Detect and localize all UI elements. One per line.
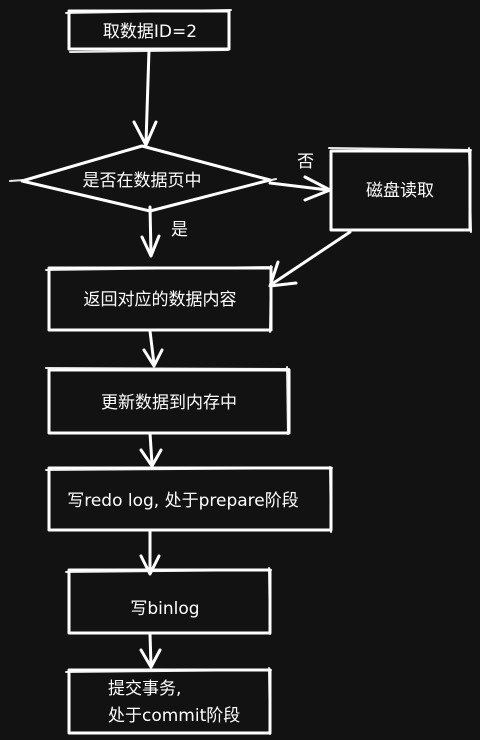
node-return-data-label: 返回对应的数据内容: [84, 290, 237, 310]
node-update-memory: 更新数据到内存中: [45, 366, 291, 435]
node-write-redo-label: 写redo log, 处于prepare阶段: [67, 491, 299, 511]
node-start-label: 取数据ID=2: [103, 22, 197, 42]
node-write-redo: 写redo log, 处于prepare阶段: [45, 466, 333, 533]
arrow-binlog-to-commit: [139, 632, 162, 669]
arrow-redo-to-binlog: [139, 528, 161, 576]
node-write-binlog: 写binlog: [65, 567, 272, 635]
arrow-start-to-decision: [132, 48, 158, 147]
arrow-update-to-redo: [139, 431, 163, 468]
node-decision-label: 是否在数据页中: [83, 171, 202, 191]
edge-yes-label: 是: [171, 220, 188, 240]
edge-no-label: 否: [297, 152, 314, 172]
node-commit: 提交事务, 处于commit阶段: [65, 667, 272, 735]
arrow-decision-to-return: [140, 205, 161, 258]
node-decision: 是否在数据页中: [9, 144, 277, 213]
node-write-binlog-label: 写binlog: [130, 599, 199, 619]
node-update-memory-label: 更新数据到内存中: [101, 393, 237, 413]
arrow-return-to-update: [142, 329, 164, 368]
node-return-data: 返回对应的数据内容: [45, 265, 273, 333]
node-commit-label-line1: 提交事务,: [108, 679, 181, 699]
node-commit-label-line2: 处于commit阶段: [108, 706, 240, 726]
node-disk-read-label: 磁盘读取: [366, 181, 434, 201]
node-disk-read: 磁盘读取: [328, 147, 472, 233]
